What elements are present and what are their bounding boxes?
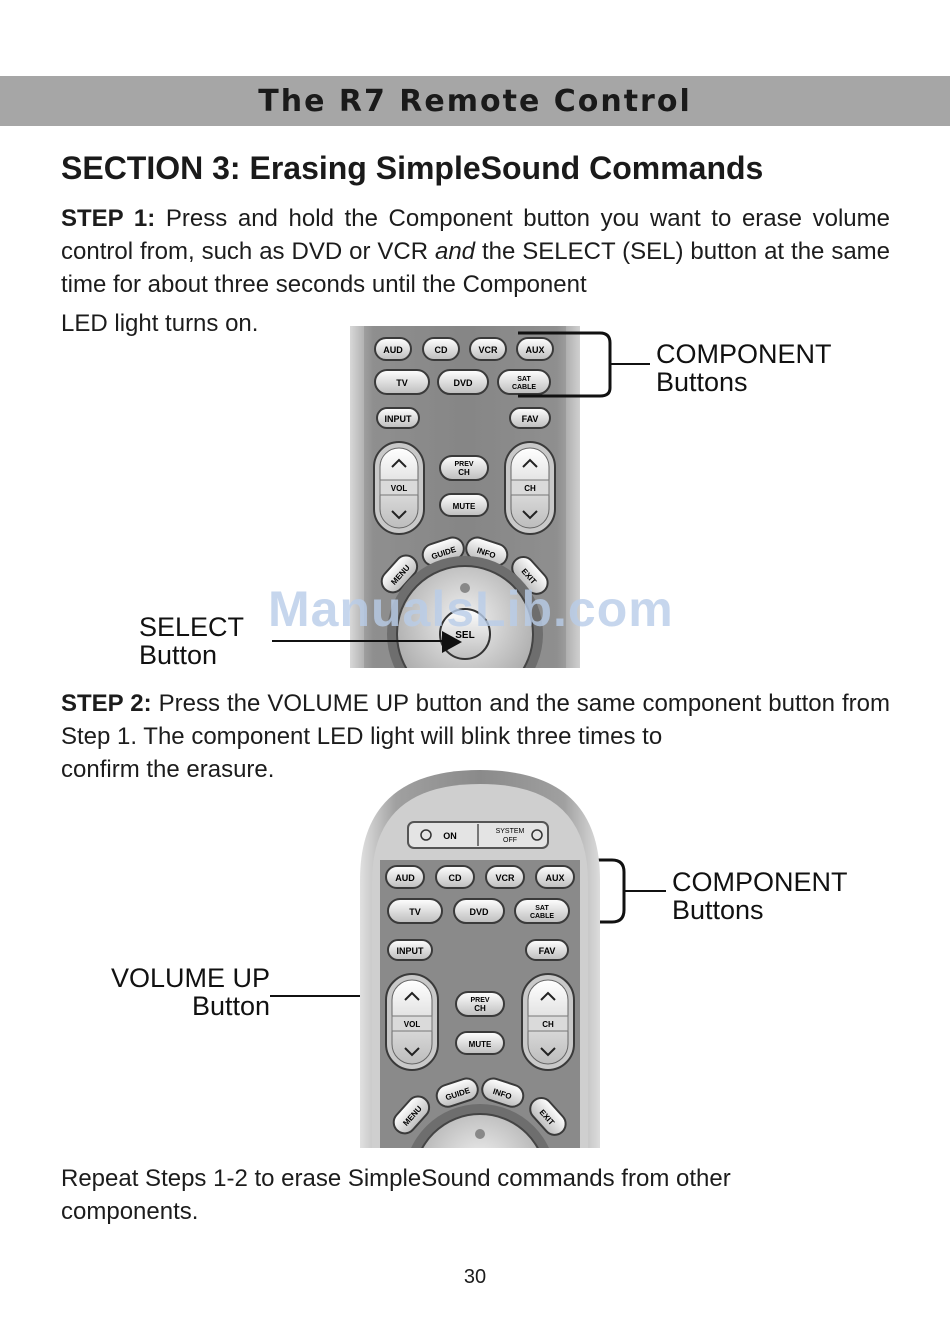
repeat-paragraph: Repeat Steps 1-2 to erase SimpleSound co…	[61, 1162, 890, 1228]
svg-text:AUX: AUX	[545, 873, 564, 883]
svg-text:AUD: AUD	[383, 345, 403, 355]
svg-text:CH: CH	[458, 468, 470, 477]
svg-text:DVD: DVD	[469, 907, 489, 917]
svg-text:TV: TV	[409, 907, 421, 917]
step1-text-a: Press and hold the Component button you …	[61, 205, 890, 265]
svg-text:PREV: PREV	[470, 997, 489, 1004]
svg-text:CD: CD	[449, 873, 462, 883]
svg-text:SEL: SEL	[455, 630, 474, 641]
component-callout-1: COMPONENT Buttons	[656, 339, 832, 397]
section-title: SECTION 3: Erasing SimpleSound Commands	[61, 150, 764, 186]
svg-text:VOL: VOL	[404, 1020, 421, 1029]
step1-text-b: the SELECT (SEL) button at the same time…	[61, 238, 891, 298]
svg-text:FAV: FAV	[539, 946, 556, 956]
svg-text:CABLE: CABLE	[530, 913, 554, 920]
step1-label: STEP 1:	[61, 205, 156, 232]
svg-text:CH: CH	[524, 484, 536, 493]
header-banner: The R7 Remote Control	[0, 76, 950, 126]
step2-label: STEP 2:	[61, 690, 152, 717]
watermark: ManualsLib.com	[268, 581, 674, 637]
svg-text:PREV: PREV	[454, 461, 473, 468]
svg-text:INPUT: INPUT	[385, 414, 413, 424]
svg-text:ON: ON	[443, 831, 457, 841]
header-title: The R7 Remote Control	[258, 83, 692, 119]
step1-paragraph: STEP 1: Press and hold the Component but…	[61, 202, 890, 340]
select-callout: SELECT Button	[139, 612, 245, 670]
svg-text:CD: CD	[435, 345, 448, 355]
step1-emphasis: and	[434, 238, 476, 265]
page-number: 30	[463, 1266, 487, 1288]
component-callout-2: COMPONENT Buttons	[672, 867, 848, 925]
svg-text:VCR: VCR	[495, 873, 515, 883]
step2-paragraph: STEP 2: Press the VOLUME UP button and t…	[61, 687, 890, 786]
svg-text:CH: CH	[542, 1020, 554, 1029]
svg-text:AUX: AUX	[525, 345, 544, 355]
svg-text:SAT: SAT	[517, 376, 531, 383]
component-buttons-2: AUD CD VCR AUX TV DVD SAT CABLE	[385, 865, 575, 924]
svg-text:SAT: SAT	[535, 905, 549, 912]
repeat-text: Repeat Steps 1-2 to erase SimpleSound co…	[61, 1165, 731, 1192]
svg-text:VCR: VCR	[478, 345, 498, 355]
svg-text:VOL: VOL	[391, 484, 408, 493]
step2-text: Press the VOLUME UP button and the same …	[61, 690, 890, 750]
svg-text:MUTE: MUTE	[453, 502, 476, 511]
step1-text-last: LED light turns on.	[61, 310, 259, 337]
volume-up-callout: VOLUME UP Button	[110, 963, 270, 1021]
svg-text:INPUT: INPUT	[397, 946, 425, 956]
svg-text:MUTE: MUTE	[469, 1040, 492, 1049]
svg-text:DVD: DVD	[453, 378, 473, 388]
svg-text:TV: TV	[396, 378, 408, 388]
svg-text:CABLE: CABLE	[512, 384, 536, 391]
svg-text:FAV: FAV	[522, 414, 539, 424]
svg-text:SYSTEM: SYSTEM	[496, 828, 525, 835]
remote-figure-2: ON SYSTEM OFF AUD CD VCR AUX TV DVD SAT …	[360, 770, 600, 1148]
repeat-text-last: components.	[61, 1198, 199, 1225]
svg-text:AUD: AUD	[395, 873, 415, 883]
svg-text:CH: CH	[474, 1004, 486, 1013]
step2-text-last: confirm the erasure.	[61, 756, 275, 783]
svg-text:OFF: OFF	[503, 837, 517, 844]
